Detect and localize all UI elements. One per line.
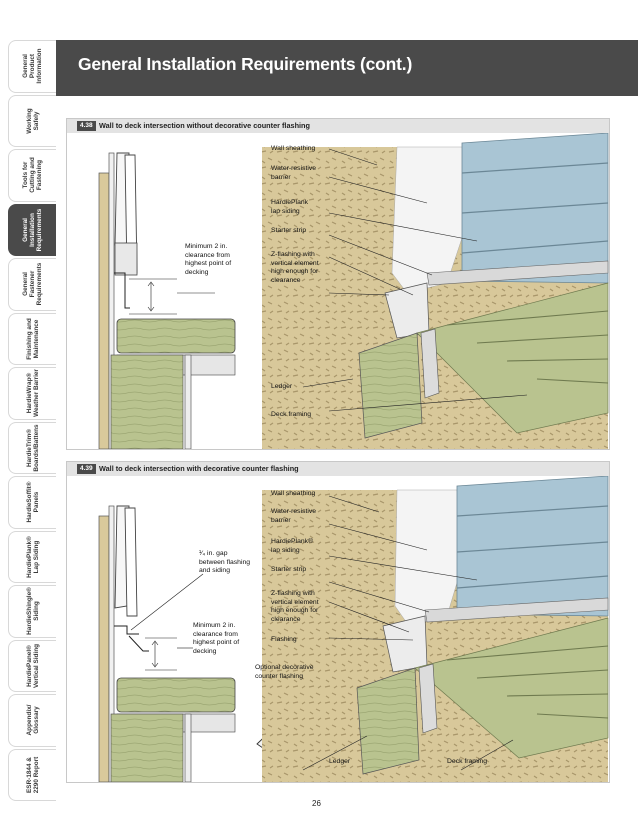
page-title: General Installation Requirements (cont.… — [78, 54, 413, 74]
callout-optional-counter-flashing: Optional decorative counter flashing — [255, 664, 314, 680]
wall-deck-diagram-with-counter-flashing — [98, 476, 609, 782]
callout-ledger: Ledger — [271, 383, 293, 390]
sidebar-tab-6[interactable]: Finishing and Maintenance — [8, 312, 56, 365]
deck-illustration — [262, 476, 609, 782]
callout-deck-framing: Deck framing — [447, 758, 488, 765]
sidebar-tab-10[interactable]: HardiePlank® Lap Siding — [8, 530, 56, 583]
callout-quarter-inch-gap: ¹⁄₄ in. gap between flashing and siding — [199, 550, 251, 575]
sidebar-tab-8[interactable]: HardieTrim® Boards/Battens — [8, 421, 56, 474]
sidebar-tab-13[interactable]: Appendix/ Glossary — [8, 694, 56, 747]
callout-wall-sheathing: Wall sheathing — [271, 490, 316, 497]
sidebar-tab-4[interactable]: General Installation Requirements — [8, 203, 56, 256]
sidebar-tab-label: HardiePanel® Vertical Siding — [25, 643, 40, 688]
sidebar-tab-12[interactable]: HardiePanel® Vertical Siding — [8, 639, 56, 692]
sidebar-tab-label: General Fastener Requirements — [21, 262, 44, 306]
sidebar-tab-14[interactable]: ESR-1844 & 2290 Report — [8, 748, 56, 801]
wall-section-detail — [98, 152, 236, 449]
callout-deck-framing: Deck framing — [271, 411, 312, 418]
sidebar-tab-label: ESR-1844 & 2290 Report — [25, 756, 40, 794]
callout-minimum-clearance: Minimum 2 in. clearance from highest poi… — [193, 622, 240, 655]
sidebar-tab-label: Finishing and Maintenance — [25, 317, 40, 360]
callout-flashing: Flashing — [271, 636, 297, 643]
page-header — [56, 40, 638, 96]
sidebar-tab-label: Working Safely — [25, 108, 40, 134]
callout-minimum-clearance: Minimum 2 in. clearance from highest poi… — [185, 243, 232, 276]
figure-header — [67, 119, 609, 133]
figure-title: Wall to deck intersection with decorativ… — [99, 464, 299, 473]
sidebar-tab-2[interactable]: Working Safely — [8, 94, 56, 147]
figure-panel-4-38: 4.38 Wall to deck intersection without d… — [66, 118, 610, 450]
sidebar-tab-7[interactable]: HardieWrap® Weather Barrier — [8, 367, 56, 420]
callout-starter-strip: Starter strip — [271, 227, 307, 234]
sidebar-tab-label: HardiePlank® Lap Siding — [25, 535, 40, 578]
callout-water-resistive-barrier: Water-resistive barrier — [271, 508, 317, 524]
sidebar-tab-label: General Installation Requirements — [21, 208, 44, 252]
callout-z-flashing: Z-flashing with vertical element high en… — [271, 251, 319, 284]
sidebar-tab-label: Appendix/ Glossary — [25, 704, 40, 736]
figure-title: Wall to deck intersection without decora… — [99, 121, 310, 130]
callout-lap-siding: HardiePlank® lap siding — [271, 538, 314, 554]
page-number: 26 — [312, 799, 321, 808]
figure-number: 4.39 — [77, 464, 96, 474]
callout-wall-sheathing: Wall sheathing — [271, 145, 316, 152]
leader-lines — [302, 495, 514, 771]
callout-starter-strip: Starter strip — [271, 566, 307, 573]
sidebar-tab-3[interactable]: Tools for Cutting and Fastening — [8, 149, 56, 202]
sidebar-tab-label: HardieShingle® Siding — [25, 587, 40, 636]
callout-z-flashing: Z-flashing with vertical element high en… — [271, 590, 319, 623]
sidebar-tab-11[interactable]: HardieShingle® Siding — [8, 585, 56, 638]
sidebar-tab-9[interactable]: HardieSoffit® Panels — [8, 476, 56, 529]
sidebar-tab-label: Tools for Cutting and Fastening — [21, 157, 44, 194]
sidebar-tab-label: HardieWrap® Weather Barrier — [25, 369, 40, 418]
sidebar-tab-5[interactable]: General Fastener Requirements — [8, 258, 56, 311]
figure-header — [67, 462, 609, 476]
callout-ledger: Ledger — [329, 758, 351, 765]
sidebar-tab-label: General Product Information — [21, 48, 44, 84]
sidebar-tab-label: HardieTrim® Boards/Battens — [25, 424, 40, 472]
callout-water-resistive-barrier: Water-resistive barrier — [271, 165, 317, 181]
leader-lines — [302, 148, 528, 412]
figure-number: 4.38 — [77, 121, 96, 131]
sidebar-tab-label: HardieSoffit® Panels — [25, 481, 40, 523]
sidebar-tab-1[interactable]: General Product Information — [8, 40, 56, 93]
figure-panel-4-39: 4.39 Wall to deck intersection with deco… — [66, 461, 610, 783]
callout-lap-siding: HardiePlank lap siding — [271, 199, 309, 215]
wall-deck-diagram-without-counter-flashing — [98, 133, 609, 449]
deck-illustration — [262, 133, 609, 449]
